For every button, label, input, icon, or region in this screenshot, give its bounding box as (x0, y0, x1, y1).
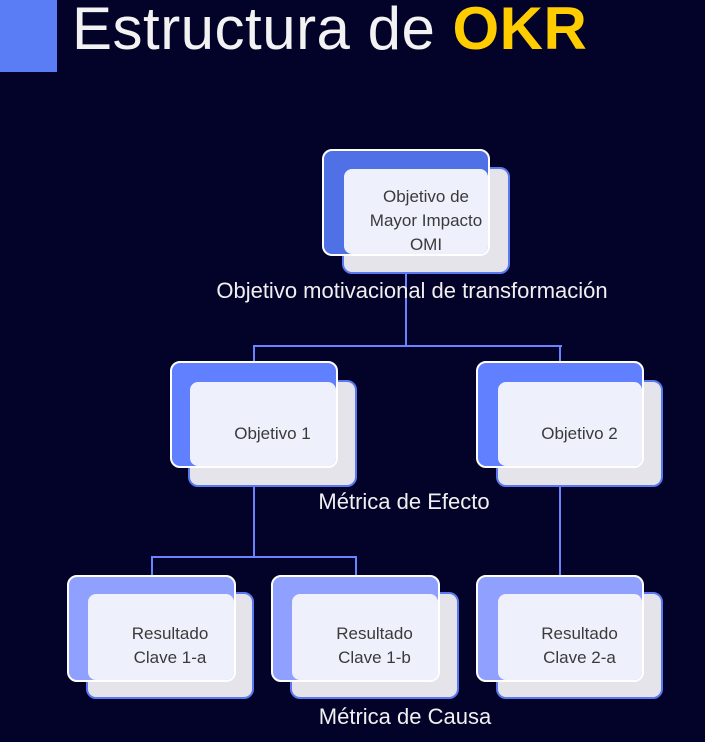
connector (253, 345, 562, 347)
node-face (498, 594, 642, 680)
node-face (88, 594, 234, 680)
caption-level-1: Objetivo motivacional de transformación (216, 278, 608, 303)
node-label: Resultado Clave 1-b (336, 623, 413, 667)
connector (405, 256, 407, 346)
caption-level-2: Métrica de Efecto (318, 489, 490, 514)
node-face (498, 382, 642, 466)
connector (253, 467, 255, 558)
node-label: Objetivo de Mayor Impacto OMI (369, 186, 483, 254)
node-label: Objetivo 2 (541, 423, 618, 443)
title-highlight: OKR (452, 0, 588, 62)
node-face (292, 594, 438, 680)
node-label: Objetivo 1 (234, 423, 311, 443)
node-label: Resultado Clave 1-a (131, 623, 209, 667)
connector (253, 345, 255, 362)
caption-level-3: Métrica de Causa (318, 704, 492, 729)
title-accent-block (0, 0, 57, 72)
node-face (190, 382, 336, 466)
node-label: Resultado Clave 2-a (541, 623, 618, 667)
connector (151, 556, 357, 558)
title-main: Estructura de (72, 0, 436, 62)
page-title: Estructura de OKR (72, 0, 587, 63)
connector (559, 345, 561, 362)
connector (559, 467, 561, 576)
connector (355, 556, 357, 576)
node-face (344, 169, 488, 254)
connector (151, 556, 153, 576)
